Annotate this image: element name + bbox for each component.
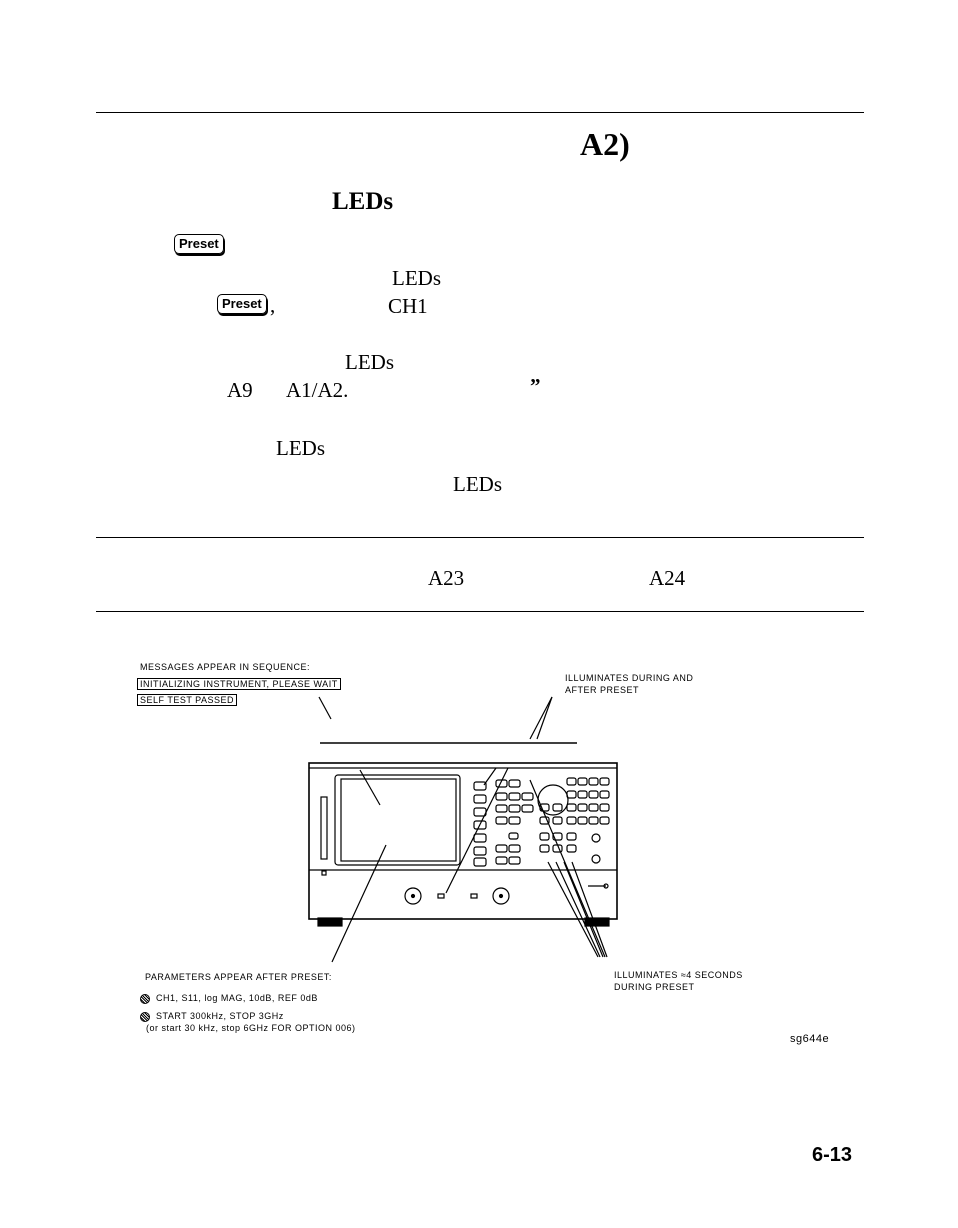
- param-1-text: CH1, S11, log MAG, 10dB, REF 0dB: [156, 993, 318, 1003]
- bullet-icon: [140, 993, 150, 1004]
- message-initializing: INITIALIZING INSTRUMENT, PLEASE WAIT: [137, 678, 341, 690]
- a1a2-fragment: A1/A2.: [286, 378, 349, 402]
- param-line-3: (or start 30 kHz, stop 6GHz FOR OPTION 0…: [146, 1023, 356, 1033]
- a23-fragment: A23: [428, 566, 465, 590]
- top-rule: [96, 112, 864, 113]
- section-heading-fragment: A2): [580, 126, 630, 162]
- comma: ,: [270, 293, 276, 317]
- leds-fragment-1: LEDs: [392, 266, 441, 290]
- figure-id: sg644e: [790, 1033, 830, 1045]
- preset-key-2: Preset: [217, 294, 267, 314]
- subheading-fragment: LEDs: [332, 188, 394, 215]
- table-bottom-rule: [96, 611, 864, 612]
- message-self-test: SELF TEST PASSED: [137, 694, 238, 706]
- param-line-1: CH1, S11, log MAG, 10dB, REF 0dB: [140, 993, 318, 1004]
- illuminates-after-line2: AFTER PRESET: [565, 685, 640, 695]
- leds-fragment-2: LEDs: [345, 350, 394, 374]
- illuminates-4s-line2: DURING PRESET: [614, 982, 695, 992]
- preset-key-1: Preset: [174, 234, 224, 254]
- param-line-2: START 300kHz, STOP 3GHz: [140, 1011, 284, 1022]
- messages-header: MESSAGES APPEAR IN SEQUENCE:: [140, 662, 311, 672]
- leds-fragment-4: LEDs: [453, 472, 502, 496]
- ch1-fragment: CH1: [388, 294, 428, 318]
- param-2-text: START 300kHz, STOP 3GHz: [156, 1011, 284, 1021]
- illuminates-after-line1: ILLUMINATES DURING AND: [565, 673, 694, 683]
- quote-fragment: ”: [530, 374, 541, 398]
- bullet-icon: [140, 1011, 150, 1022]
- leds-fragment-3: LEDs: [276, 436, 325, 460]
- a24-fragment: A24: [649, 566, 686, 590]
- illuminates-4s-line1: ILLUMINATES ≈4 SECONDS: [614, 970, 743, 980]
- table-top-rule: [96, 537, 864, 538]
- params-header: PARAMETERS APPEAR AFTER PRESET:: [145, 972, 332, 982]
- page-number: 6-13: [812, 1144, 853, 1166]
- a9-fragment: A9: [227, 378, 253, 402]
